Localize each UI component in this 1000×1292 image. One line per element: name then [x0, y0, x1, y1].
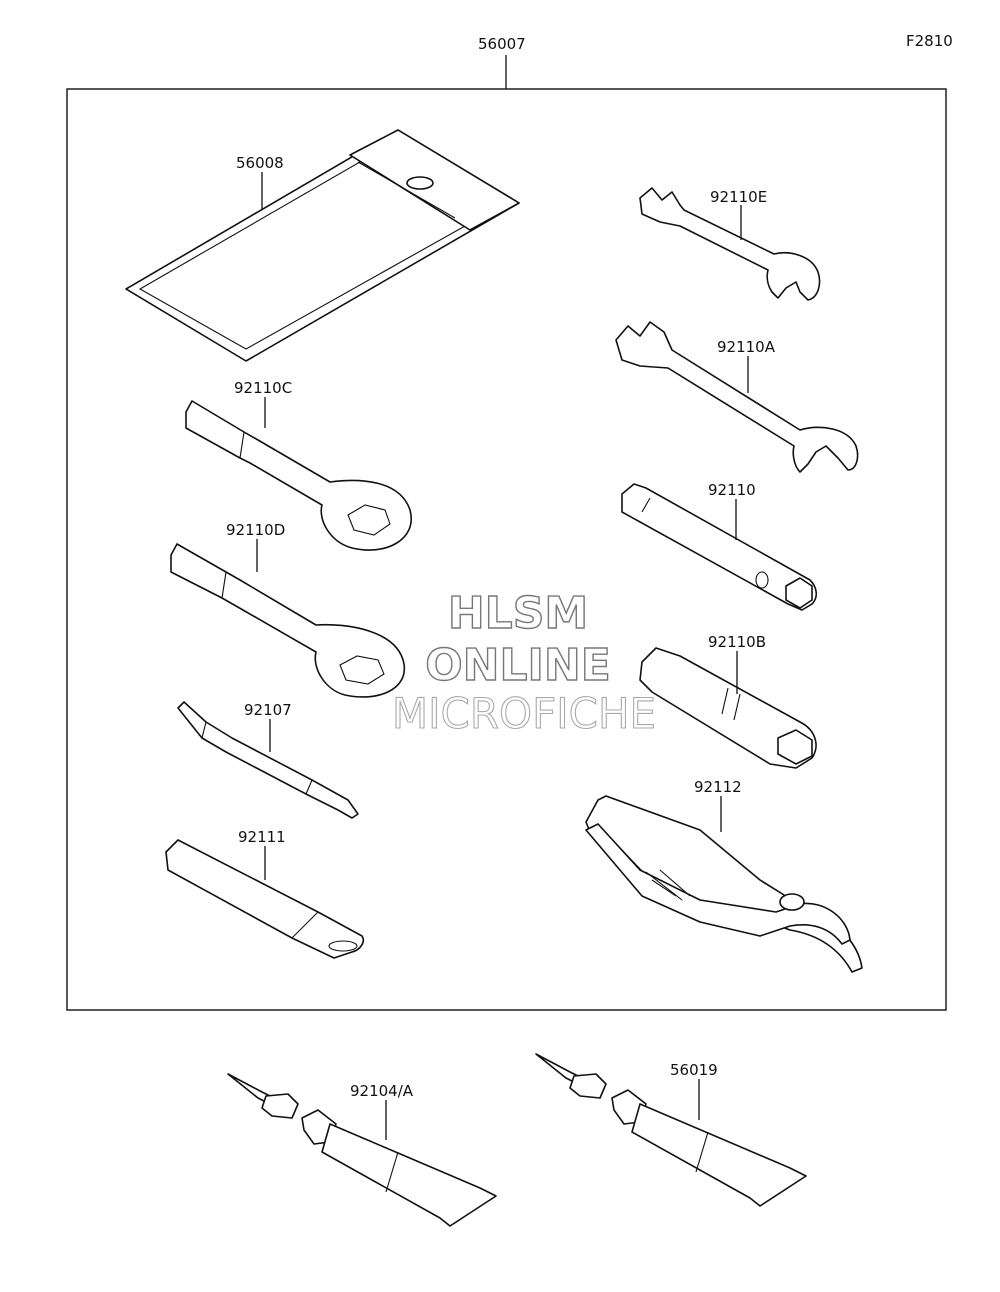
label-screwdriver[interactable]: 92107 [244, 701, 292, 719]
label-sealant-tube-a[interactable]: 92104/A [350, 1082, 414, 1100]
ring-wrench-d-drawing [170, 543, 405, 698]
watermark-line1: HLSM [448, 588, 588, 639]
label-pliers[interactable]: 92112 [694, 778, 742, 796]
pliers-drawing [585, 795, 863, 973]
sealant-tube-b-drawing [535, 1053, 807, 1207]
label-box-wrench-b[interactable]: 92110B [708, 633, 766, 651]
label-open-wrench-a[interactable]: 92110A [717, 338, 776, 356]
sealant-tube-a-drawing [227, 1073, 497, 1227]
label-box-wrench[interactable]: 92110 [708, 481, 756, 499]
box-wrench-drawing [621, 483, 818, 611]
open-wrench-e-drawing [639, 187, 821, 301]
tool-case-drawing [125, 129, 520, 362]
label-ring-wrench-d[interactable]: 92110D [226, 521, 285, 539]
ring-wrench-c-drawing [185, 400, 412, 551]
label-tool-case[interactable]: 56008 [236, 154, 284, 172]
screwdriver-drawing [177, 701, 359, 819]
box-wrench-b-drawing [639, 647, 817, 769]
label-sealant-tube-b[interactable]: 56019 [670, 1061, 718, 1079]
figure-code: F2810 [906, 32, 953, 50]
label-ring-wrench-c[interactable]: 92110C [234, 379, 292, 397]
label-open-wrench-e[interactable]: 92110E [710, 188, 767, 206]
watermark: HLSM ONLINE MICROFICHE [391, 587, 656, 738]
label-kit[interactable]: 56007 [478, 35, 526, 53]
watermark-line2: ONLINE [425, 640, 611, 691]
open-wrench-a-drawing [615, 321, 859, 473]
extension-bar-drawing [165, 839, 365, 959]
watermark-line3: MICROFICHE [392, 689, 656, 738]
label-extension-bar[interactable]: 92111 [238, 828, 286, 846]
